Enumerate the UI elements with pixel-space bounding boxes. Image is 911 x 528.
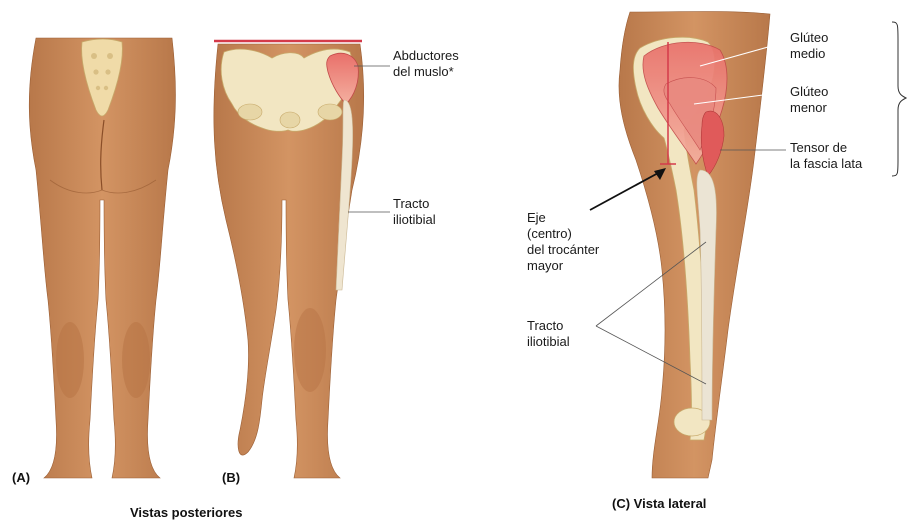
eje-label-line2: (centro) — [527, 226, 599, 242]
gluteo-medio-label: Glúteo medio — [790, 30, 828, 62]
tracto-c-label-line2: iliotibial — [527, 334, 570, 350]
tracto-c-label-line1: Tracto — [527, 318, 570, 334]
figure-c-lateral-leg — [619, 12, 770, 479]
abductores-label-line2: del muslo* — [393, 64, 459, 80]
abductores-label: Abductores del muslo* — [393, 48, 459, 80]
gluteo-medio-label-line2: medio — [790, 46, 828, 62]
tracto-c-label: Tracto iliotibial — [527, 318, 570, 350]
tracto-b-label-line2: iliotibial — [393, 212, 436, 228]
tracto-b-label: Tracto iliotibial — [393, 196, 436, 228]
panel-b-letter: (B) — [222, 470, 240, 486]
gluteo-medio-label-line1: Glúteo — [790, 30, 828, 46]
figure-a-posterior-legs — [29, 38, 175, 478]
right-bracket — [892, 22, 906, 176]
eje-label-line3: del trocánter — [527, 242, 599, 258]
panel-c-caption-text: Vista lateral — [634, 496, 707, 511]
tensor-label-line1: Tensor de — [790, 140, 862, 156]
gluteo-menor-label-line2: menor — [790, 100, 828, 116]
figure-b-posterior-legs — [214, 41, 364, 478]
tracto-b-label-line1: Tracto — [393, 196, 436, 212]
gluteo-menor-label-line1: Glúteo — [790, 84, 828, 100]
panel-a-letter: (A) — [12, 470, 30, 486]
tensor-label: Tensor de la fascia lata — [790, 140, 862, 172]
eje-label-line1: Eje — [527, 210, 599, 226]
panel-c-letter: (C) — [612, 496, 630, 511]
tensor-label-line2: la fascia lata — [790, 156, 862, 172]
eje-label-line4: mayor — [527, 258, 599, 274]
gluteo-menor-label: Glúteo menor — [790, 84, 828, 116]
eje-label: Eje (centro) del trocánter mayor — [527, 210, 599, 274]
abductores-label-line1: Abductores — [393, 48, 459, 64]
panel-c-caption: (C) Vista lateral — [612, 496, 706, 512]
posterior-views-caption: Vistas posteriores — [130, 505, 242, 521]
